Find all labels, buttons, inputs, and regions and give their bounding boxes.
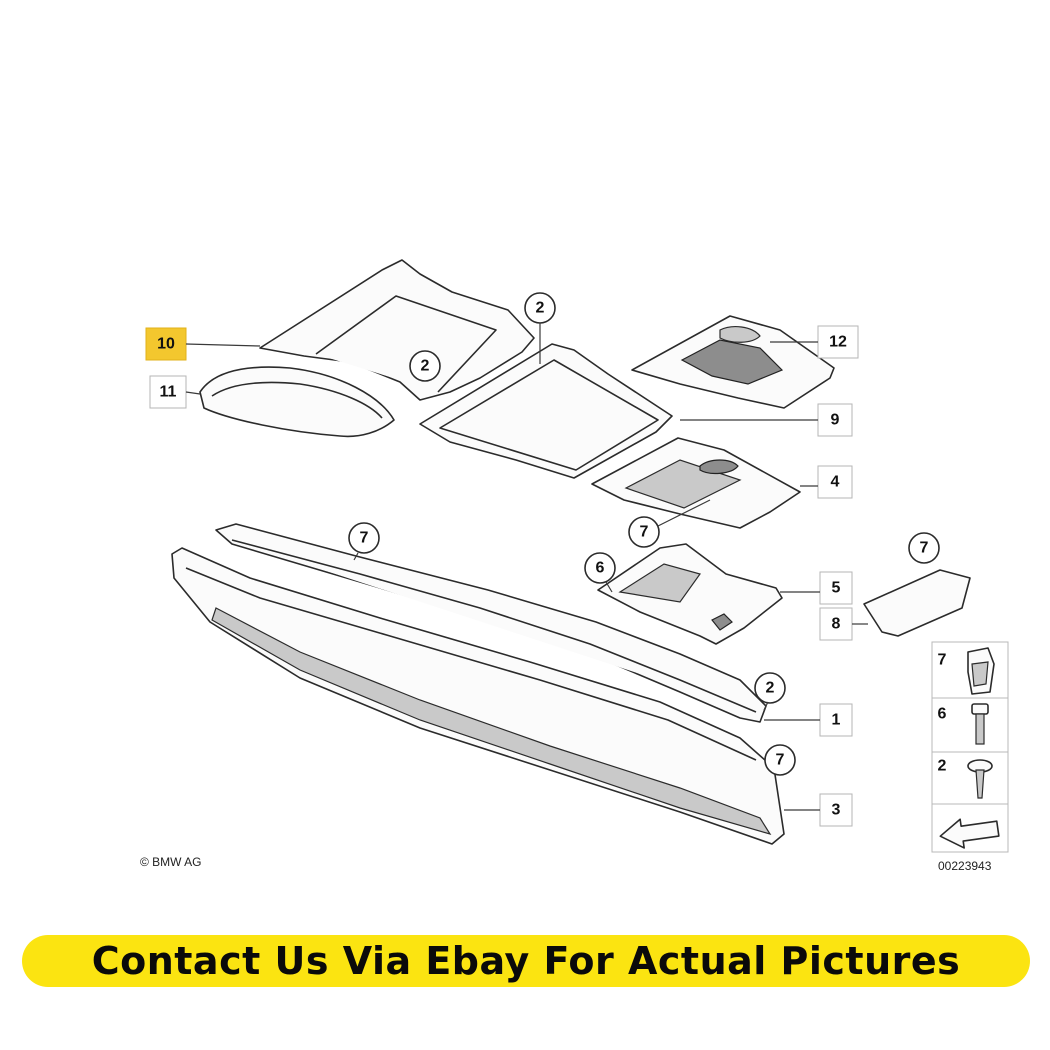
part-4-console-plate [591, 437, 801, 529]
callout-5: 5 [780, 571, 853, 605]
part-11-side-panel [199, 366, 395, 438]
callout-2-b: 2 [524, 292, 556, 364]
svg-text:7: 7 [776, 752, 785, 769]
legend-row-6: 6 [938, 703, 989, 745]
figure-number: 00223943 [938, 859, 992, 873]
callout-2-a: 2 [409, 350, 441, 382]
svg-text:11: 11 [160, 384, 177, 401]
svg-text:5: 5 [832, 580, 841, 597]
parts-diagram: 10 11 2 2 12 9 [120, 252, 1012, 880]
svg-text:8: 8 [832, 616, 841, 633]
part-8-cover [863, 569, 971, 637]
arrow-icon [939, 818, 1000, 849]
callout-7-b: 7 [348, 522, 380, 561]
exploded-view-drawing: 10 11 2 2 12 9 [140, 259, 1009, 873]
callout-7-c: 7 [908, 532, 940, 564]
svg-text:3: 3 [832, 802, 841, 819]
svg-text:7: 7 [640, 524, 649, 541]
legend-row-7: 7 [938, 647, 995, 695]
callout-1: 1 [764, 703, 853, 737]
callout-2-c: 2 [754, 672, 786, 711]
svg-text:9: 9 [831, 412, 840, 429]
copyright-label: © BMW AG [140, 855, 202, 869]
callout-7-d: 7 [764, 744, 796, 776]
clip-nut-icon [967, 647, 995, 695]
legend-row-2: 2 [938, 758, 993, 799]
callout-9: 9 [680, 403, 853, 437]
contact-banner: Contact Us Via Ebay For Actual Pictures [22, 935, 1030, 987]
svg-text:4: 4 [831, 474, 840, 491]
svg-text:2: 2 [536, 300, 545, 317]
svg-text:6: 6 [596, 560, 605, 577]
part-3-side-panel [171, 547, 785, 845]
callout-11: 11 [149, 375, 201, 409]
callout-7-a: 7 [628, 499, 711, 548]
banner-text: Contact Us Via Ebay For Actual Pictures [91, 939, 961, 983]
svg-text:2: 2 [938, 758, 947, 775]
part-5-bracket [597, 543, 783, 645]
callout-10: 10 [145, 327, 261, 361]
callout-4: 4 [800, 465, 853, 499]
svg-text:7: 7 [938, 652, 947, 669]
fastener-legend: 7 6 2 [931, 641, 1009, 853]
screw-icon [967, 759, 993, 799]
callout-12: 12 [770, 325, 859, 359]
part-10-trim-frame [259, 259, 535, 401]
svg-text:12: 12 [829, 334, 847, 351]
svg-text:10: 10 [157, 336, 175, 353]
svg-text:7: 7 [360, 530, 369, 547]
bolt-icon [971, 703, 989, 745]
part-1-trim-strip [215, 523, 767, 723]
callout-8: 8 [819, 607, 868, 641]
svg-text:1: 1 [832, 712, 841, 729]
callout-3: 3 [784, 793, 853, 827]
svg-text:6: 6 [938, 706, 947, 723]
svg-text:7: 7 [920, 540, 929, 557]
part-12-shift-console [631, 315, 835, 409]
svg-text:2: 2 [421, 358, 430, 375]
callout-6: 6 [584, 552, 616, 593]
part-9-center-frame [419, 343, 673, 479]
svg-text:2: 2 [766, 680, 775, 697]
